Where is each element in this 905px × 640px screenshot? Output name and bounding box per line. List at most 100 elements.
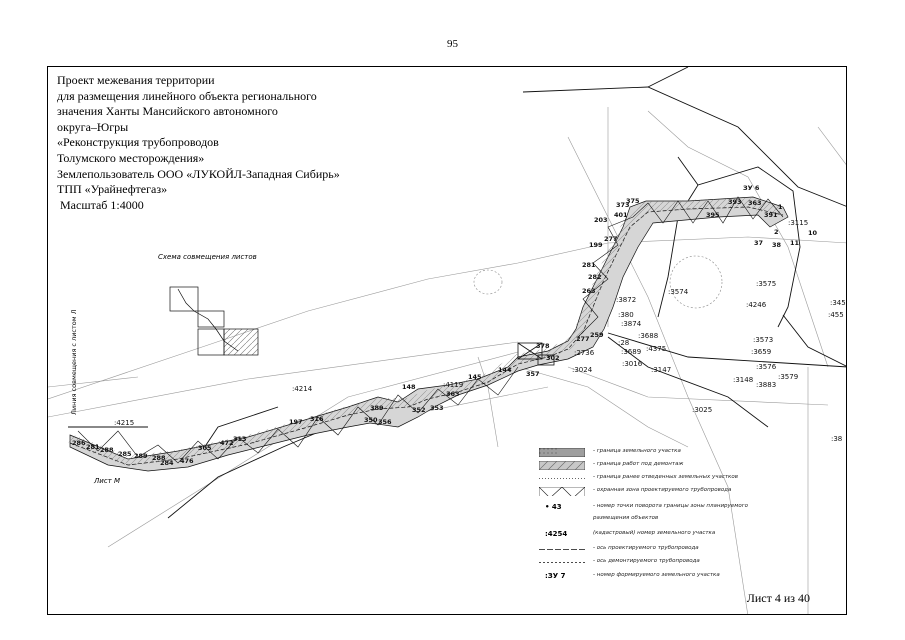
cadastral-number-symbol: :4254 [545, 530, 568, 538]
svg-text::2736: :2736 [574, 349, 595, 357]
svg-text::3872: :3872 [616, 296, 636, 304]
legend-text: - номер формируемого земельного участка [593, 572, 720, 578]
legend-text: - граница ранее отведенных земельных уча… [593, 474, 738, 480]
svg-text:289: 289 [134, 452, 148, 460]
svg-text::3574: :3574 [668, 288, 689, 296]
junction-area [517, 342, 555, 366]
work-zone-symbol [539, 461, 585, 470]
svg-text:148: 148 [402, 383, 416, 391]
svg-text:363: 363 [446, 390, 460, 398]
svg-text::3147: :3147 [651, 366, 671, 374]
svg-text::38: :38 [831, 435, 842, 443]
svg-text:395: 395 [706, 211, 720, 219]
legend-text: - граница работ под демонтаж [593, 461, 684, 467]
legend-text: - номер точки поворота границы зоны план… [593, 503, 748, 509]
allotted-dots-symbol [539, 478, 585, 479]
title-block: Проект межевания территории для размещен… [57, 73, 340, 213]
svg-text:393: 393 [728, 198, 742, 206]
svg-text::3573: :3573 [753, 336, 773, 344]
svg-text::3883: :3883 [756, 381, 776, 389]
legend-item: - граница ранее отведенных земельных уча… [531, 474, 831, 486]
svg-text:378: 378 [536, 342, 550, 350]
svg-text:472: 472 [220, 439, 234, 447]
svg-text:145: 145 [468, 373, 482, 381]
svg-text:302: 302 [546, 354, 560, 362]
svg-text::3688: :3688 [638, 332, 658, 340]
svg-text:391: 391 [764, 211, 778, 219]
title-line: Проект межевания территории [57, 73, 215, 87]
land-plot-number-symbol: :ЗУ 7 [545, 572, 566, 580]
svg-text:199: 199 [589, 241, 603, 249]
legend-text: - ось проектируемого трубопровода [593, 545, 699, 551]
legend-item: - граница работ под демонтаж [531, 461, 831, 473]
cadastral-labels: :4214 :4215 :4119 :3574 :3872 :3874 :357… [114, 219, 846, 443]
svg-text::4214: :4214 [292, 385, 313, 393]
svg-text::3025: :3025 [692, 406, 712, 414]
legend-item: - граница земельного участка [531, 448, 831, 460]
svg-text:277: 277 [576, 335, 590, 343]
well-circles [473, 255, 723, 309]
svg-text:389: 389 [370, 404, 384, 412]
svg-text:313: 313 [233, 435, 247, 443]
legend-item: :ЗУ 7 - номер формируемого земельного уч… [531, 572, 831, 584]
svg-text:286: 286 [72, 439, 86, 447]
svg-text:203: 203 [594, 216, 608, 224]
svg-text:350: 350 [364, 416, 378, 424]
title-line: ТПП «Урайнефтегаз» [57, 182, 168, 197]
svg-text:356: 356 [378, 418, 392, 426]
scale-label: Масштаб 1:4000 [60, 197, 144, 212]
svg-text:263: 263 [582, 287, 596, 295]
svg-text::4215: :4215 [114, 419, 134, 427]
svg-text:476: 476 [180, 457, 194, 465]
svg-text::380: :380 [618, 311, 634, 319]
title-line: значения Ханты Мансийского автономного [57, 104, 278, 119]
svg-text:375: 375 [626, 197, 640, 205]
svg-text:353: 353 [430, 404, 444, 412]
svg-text:288: 288 [152, 454, 166, 462]
svg-text::3575: :3575 [756, 280, 776, 288]
dashed-line-symbol [539, 549, 585, 550]
title-line: округа–Югры [57, 119, 129, 134]
map-frame: :4214 :4215 :4119 :3574 :3872 :3874 :357… [47, 66, 847, 615]
svg-text:144: 144 [498, 366, 512, 374]
svg-text::3024: :3024 [572, 366, 593, 374]
map-drawing: :4214 :4215 :4119 :3574 :3872 :3874 :357… [48, 67, 846, 614]
svg-text:2: 2 [774, 228, 779, 236]
legend-item: :4254 (кадастровый) номер земельного уча… [531, 530, 831, 542]
title-line: «Реконструкция трубопроводов [57, 135, 219, 150]
svg-text::3579: :3579 [778, 373, 798, 381]
legend-text: - охранная зона проектируемого трубопров… [593, 487, 732, 493]
svg-text:281: 281 [582, 261, 596, 269]
legend-item: - охранная зона проектируемого трубопров… [531, 487, 831, 499]
svg-text::3659: :3659 [751, 348, 771, 356]
svg-text::3689: :3689 [621, 348, 641, 356]
sheet-counter: Лист 4 из 40 [746, 591, 810, 605]
svg-text:288: 288 [100, 446, 114, 454]
svg-text::3115: :3115 [788, 219, 808, 227]
svg-text::3576: :3576 [756, 363, 777, 371]
legend-item: размещения объектов [531, 515, 831, 527]
legend-text: (кадастровый) номер земельного участка [593, 530, 716, 536]
svg-text:316: 316 [310, 415, 324, 423]
svg-text:1: 1 [778, 203, 783, 211]
svg-text::3148: :3148 [733, 376, 753, 384]
legend-item: - ось демонтируемого трубопровода [531, 558, 831, 570]
sheet-m-label: Лист М [94, 477, 121, 485]
svg-text:284: 284 [160, 459, 174, 467]
point-labels: 286 281 288 285 289 288 284 476 305 313 … [72, 184, 818, 467]
pipeline-corridor [68, 196, 789, 472]
legend-text: размещения объектов [593, 515, 659, 521]
scheme-title: Схема совмещения листов [158, 253, 257, 261]
svg-text::3016: :3016 [622, 360, 643, 368]
svg-text:363: 363 [748, 199, 762, 207]
protection-zone-symbol [539, 487, 585, 496]
scheme-inset [169, 286, 259, 356]
svg-text:401: 401 [614, 211, 628, 219]
svg-text::4246: :4246 [746, 301, 767, 309]
sheet-join-label: Линия совмещения с листом Л [70, 309, 78, 415]
svg-text:357: 357 [526, 370, 540, 378]
svg-text:277: 277 [604, 235, 618, 243]
svg-text:352: 352 [412, 406, 426, 414]
title-line: для размещения линейного объекта региона… [57, 88, 317, 103]
page-number: 95 [447, 38, 458, 50]
